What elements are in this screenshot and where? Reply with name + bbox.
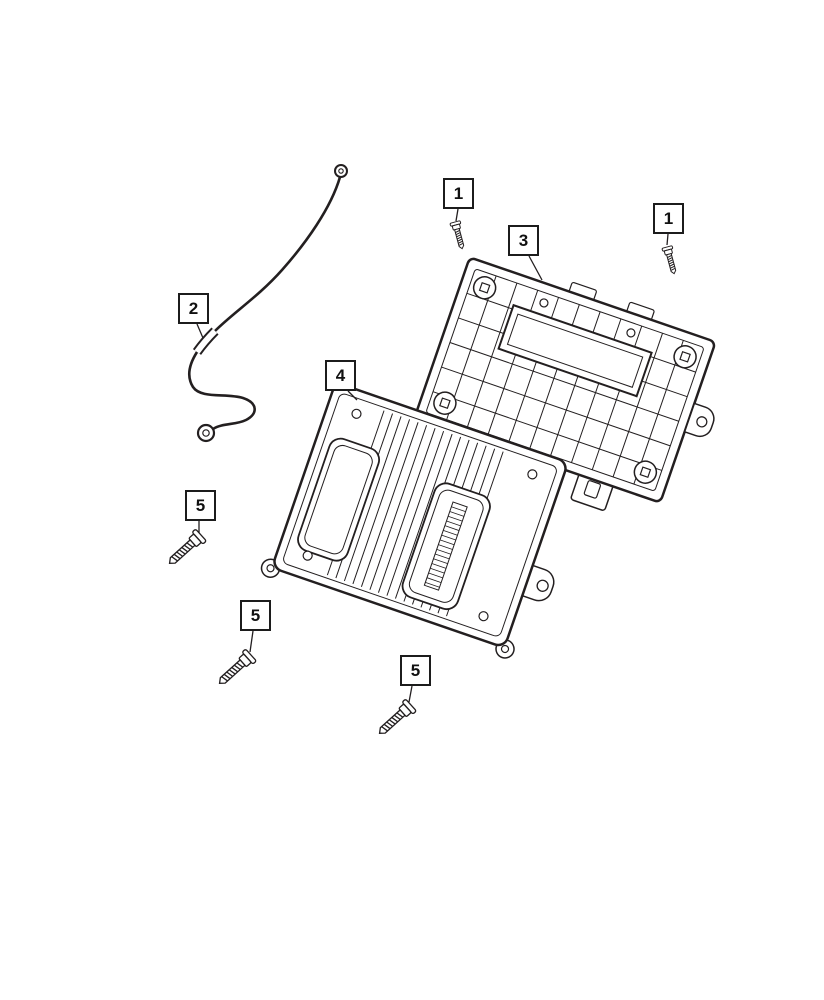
callout-5-left-label: 5 (195, 496, 206, 515)
callout-5-left[interactable]: 5 (185, 490, 216, 521)
leader-callout-4 (347, 390, 358, 401)
callout-5-bottom[interactable]: 5 (400, 655, 431, 686)
callout-3[interactable]: 3 (508, 225, 539, 256)
callout-5-bottom-label: 5 (410, 661, 421, 680)
callout-4-label: 4 (335, 366, 346, 385)
callout-5-middle-label: 5 (250, 606, 261, 625)
screw-part-top-left (449, 220, 468, 251)
bolt-part-left (163, 528, 208, 570)
callout-2[interactable]: 2 (178, 293, 209, 324)
leader-callout-5-bottom (408, 685, 413, 703)
leader-callout-2 (196, 323, 204, 339)
leader-lines (196, 208, 669, 703)
control-module-part (260, 371, 567, 659)
callout-1-right-label: 1 (663, 209, 674, 228)
callout-1-top[interactable]: 1 (443, 178, 474, 209)
bolt-part-middle (213, 648, 258, 690)
callout-5-middle[interactable]: 5 (240, 600, 271, 631)
callout-3-label: 3 (518, 231, 529, 250)
ground-strap-part (188, 164, 348, 443)
callout-2-label: 2 (188, 299, 199, 318)
leader-callout-1-top (455, 208, 459, 222)
leader-callout-5-middle (249, 630, 254, 653)
screw-part-top-right (661, 245, 680, 276)
leader-callout-1-right (666, 233, 669, 246)
callout-1-right[interactable]: 1 (653, 203, 684, 234)
callout-4[interactable]: 4 (325, 360, 356, 391)
callout-1-top-label: 1 (453, 184, 464, 203)
leader-callout-3 (528, 255, 543, 281)
bolt-part-bottom (373, 698, 418, 740)
